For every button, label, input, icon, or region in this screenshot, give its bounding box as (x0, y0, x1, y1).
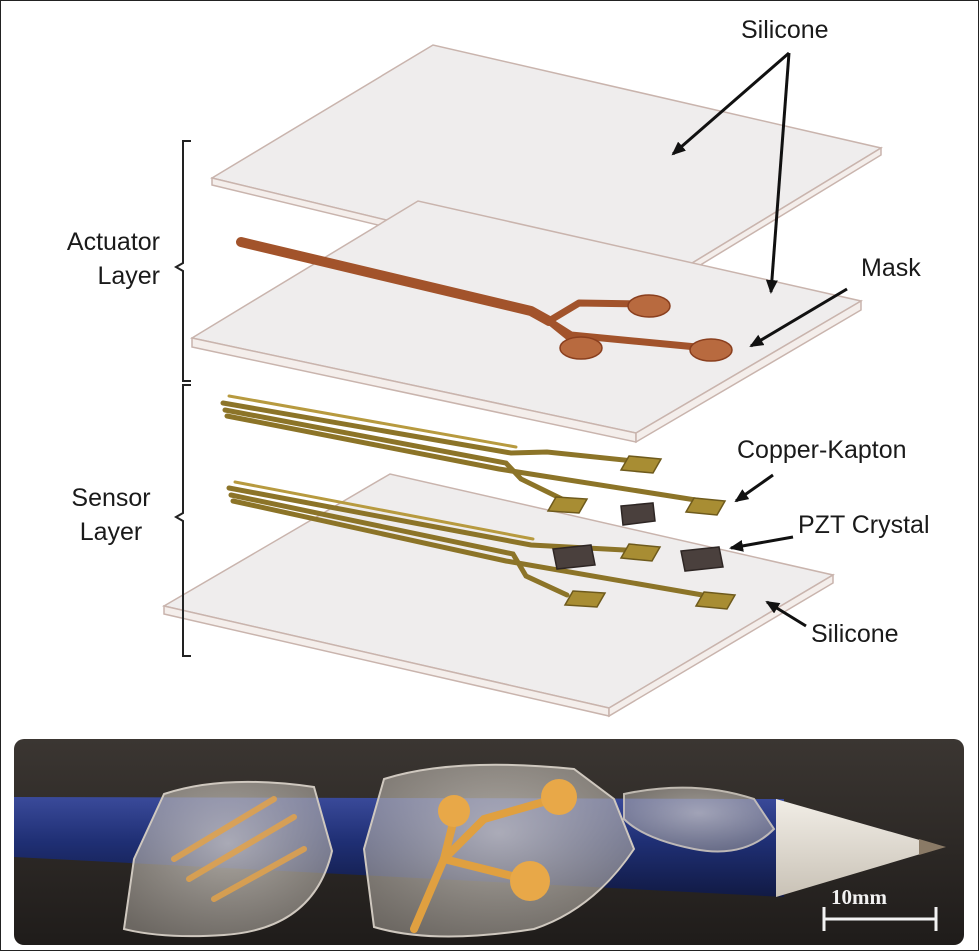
device-on-pencil-photo (14, 739, 964, 945)
sensor-layer-label-line-2: Layer (79, 518, 143, 546)
copper-kapton-label: Copper-Kapton (737, 436, 907, 464)
actuator-layer-label: Actuator Layer (31, 225, 160, 293)
sensor-layer-bracket (173, 384, 191, 657)
scale-bar (822, 907, 938, 931)
silicone-top-label: Silicone (741, 16, 829, 44)
annotation-arrows (671, 51, 848, 628)
scale-bar-label: 10mm (831, 885, 887, 909)
sensor-layer-label: Sensor Layer (47, 481, 175, 549)
silicone-bottom-label: Silicone (811, 620, 899, 648)
copper-pads-upper (546, 455, 727, 516)
mask-sheet (189, 200, 864, 444)
exploded-layer-diagram (161, 44, 883, 718)
pzt-crystal-label: PZT Crystal (798, 511, 930, 539)
copper-kapton-traces-lower (226, 480, 717, 600)
mask-pads (559, 294, 733, 362)
actuator-layer-label-line-2: Layer (97, 262, 160, 290)
pzt-crystals (552, 502, 724, 572)
copper-kapton-traces-upper (220, 394, 724, 507)
sensor-layer-label-line-1: Sensor (71, 484, 151, 512)
actuator-layer-bracket (173, 140, 191, 382)
copper-pads-lower (563, 543, 737, 610)
device-photo-panel (14, 739, 964, 945)
mask-label: Mask (861, 254, 921, 282)
mask-trace (236, 237, 711, 352)
actuator-layer-label-line-1: Actuator (66, 228, 160, 256)
